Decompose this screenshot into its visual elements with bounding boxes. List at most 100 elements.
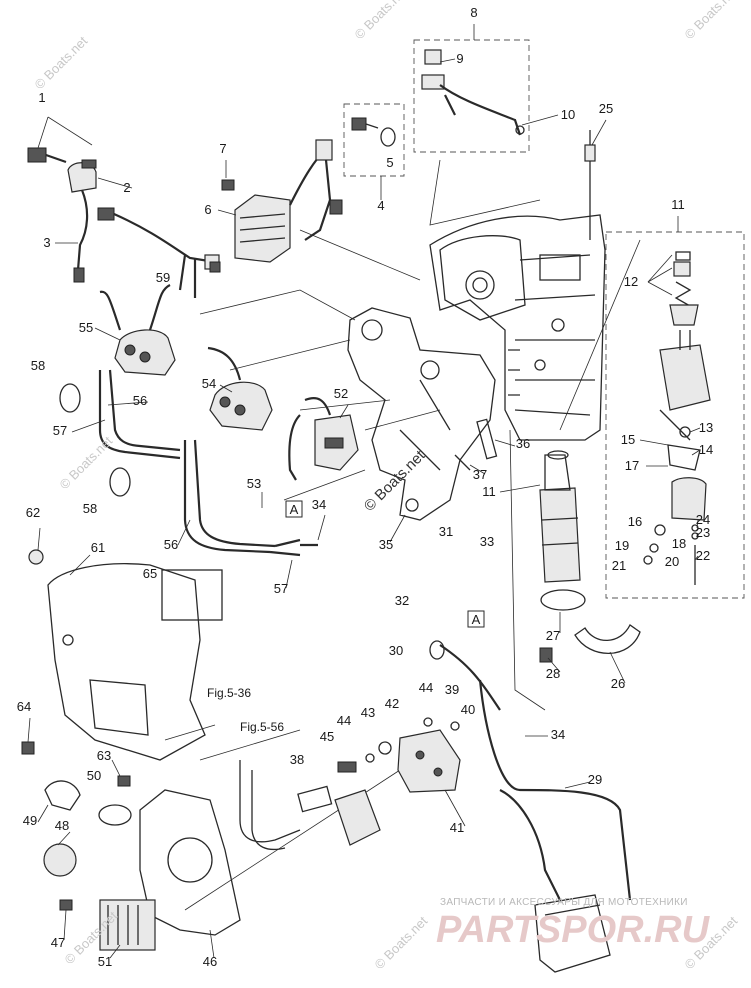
callout-55: 55 [79, 320, 93, 335]
watermark-text: © Boats.net [352, 0, 411, 42]
connector-tag-box [285, 500, 303, 518]
callout-13: 13 [699, 420, 713, 435]
callout-45: 45 [320, 729, 334, 744]
watermark-text: © Boats.net [57, 433, 116, 492]
plug-48 [43, 843, 77, 877]
leader-lines [27, 58, 701, 959]
callout-46: 46 [203, 954, 217, 969]
callout-11: 11 [482, 484, 496, 499]
label-65 [161, 569, 223, 621]
starter-motor-11 [539, 450, 641, 655]
callout-51: 51 [98, 954, 112, 969]
callout-53: 53 [247, 476, 261, 491]
callout-23: 23 [696, 525, 710, 540]
assembly-lines [164, 159, 641, 911]
watermark-text-center: © Boats.net [361, 447, 429, 515]
callout-6: 6 [204, 202, 211, 217]
connector-tag-label: A [290, 502, 299, 517]
battery-cables-56-57 [59, 369, 318, 557]
grommet-50 [98, 804, 132, 826]
powerhead [429, 130, 606, 441]
rectifier-6 [221, 139, 343, 263]
wire-harness-59 [97, 207, 221, 298]
callout-35: 35 [379, 537, 393, 552]
callout-15: 15 [621, 432, 635, 447]
callout-31: 31 [439, 524, 453, 539]
callout-27: 27 [546, 628, 560, 643]
callout-2: 2 [123, 180, 130, 195]
callout-3: 3 [43, 235, 50, 250]
mount-plate-46 [43, 775, 241, 951]
callout-43: 43 [361, 705, 375, 720]
group-box-8 [413, 39, 530, 153]
grommet-62 [28, 549, 44, 565]
callout-8: 8 [470, 5, 477, 20]
callout-59: 59 [156, 270, 170, 285]
bolt-64 [21, 741, 35, 755]
callout-41: 41 [450, 820, 464, 835]
callout-26: 26 [611, 676, 625, 691]
callout-50: 50 [87, 768, 101, 783]
callout-49: 49 [23, 813, 37, 828]
callout-54: 54 [202, 376, 216, 391]
bolt-63 [117, 775, 131, 787]
callout-1: 1 [38, 90, 45, 105]
callout-58: 58 [83, 501, 97, 516]
callout-44: 44 [337, 713, 351, 728]
callout-17: 17 [625, 458, 639, 473]
neutral-switch-1-2 [27, 116, 97, 283]
brand-name: PARTSPOR.RU [436, 909, 711, 951]
callout-36: 36 [516, 436, 530, 451]
cover-61 [21, 549, 223, 761]
callout-34: 34 [551, 727, 565, 742]
callout-32: 32 [395, 593, 409, 608]
callout-5: 5 [386, 155, 393, 170]
callout-22: 22 [696, 548, 710, 563]
callout-42: 42 [385, 696, 399, 711]
callout-9: 9 [456, 51, 463, 66]
connector-tags: AA [285, 500, 485, 628]
callout-12: 12 [624, 274, 638, 289]
callout-38: 38 [290, 752, 304, 767]
callout-64: 64 [17, 699, 31, 714]
callout-11: 11 [671, 197, 685, 212]
starter-exploded-12-24 [643, 251, 711, 585]
part-callouts: 1234567891011111213141516171819202122232… [17, 5, 713, 969]
fuse-holder-38 [239, 760, 381, 851]
brand-tagline: ЗАПЧАСТИ И АКСЕССУАРЫ ДЛЯ МОТОТЕХНИКИ [440, 897, 688, 908]
cap-30 [429, 640, 445, 660]
thermo-switch-5 [351, 117, 396, 147]
callout-62: 62 [26, 505, 40, 520]
callout-4: 4 [377, 198, 384, 213]
callout-57: 57 [53, 423, 67, 438]
cap-58b [109, 467, 131, 497]
callout-56: 56 [164, 537, 178, 552]
callout-57: 57 [274, 581, 288, 596]
pin-36 [476, 418, 498, 460]
callout-24: 24 [696, 512, 710, 527]
callout-20: 20 [665, 554, 679, 569]
callout-47: 47 [51, 935, 65, 950]
callout-33: 33 [480, 534, 494, 549]
cap-49 [44, 780, 81, 811]
callout-7: 7 [219, 141, 226, 156]
relay-55 [99, 284, 176, 376]
bolt-7 [221, 179, 235, 191]
callout-52: 52 [334, 386, 348, 401]
callout-18: 18 [672, 536, 686, 551]
callout-16: 16 [628, 514, 642, 529]
callout-10: 10 [561, 107, 575, 122]
reference-label: Fig.5-56 [240, 720, 284, 734]
callout-29: 29 [588, 772, 602, 787]
cap-58 [59, 383, 81, 413]
callout-21: 21 [612, 558, 626, 573]
relay-54 [207, 346, 273, 431]
callout-63: 63 [97, 748, 111, 763]
group-box-11 [605, 231, 745, 599]
watermark-text: © Boats.net [372, 913, 431, 972]
connector-tag-box [467, 610, 485, 628]
callout-56: 56 [133, 393, 147, 408]
bracket-41 [337, 717, 461, 793]
